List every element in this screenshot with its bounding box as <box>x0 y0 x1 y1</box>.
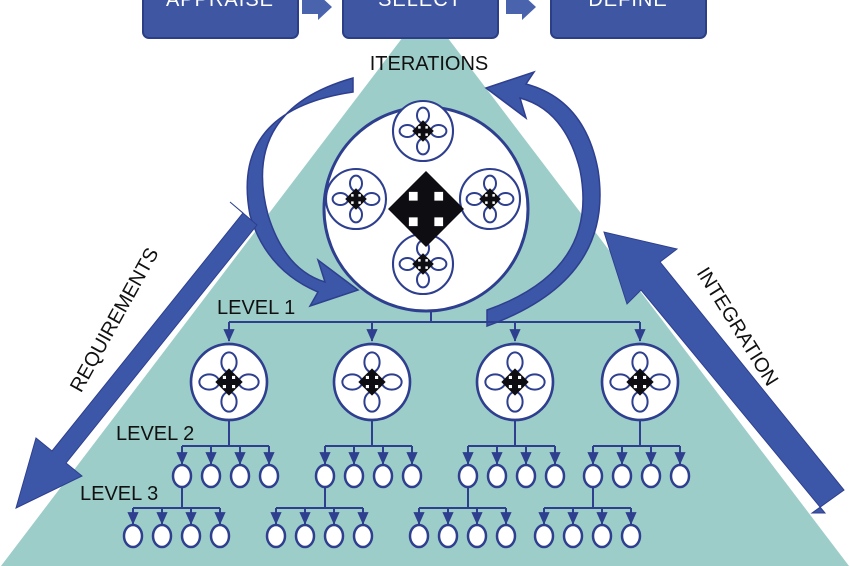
four-way-arrow-icon <box>388 171 464 247</box>
four-way-arrow-icon <box>412 253 434 275</box>
level3-node <box>352 523 374 549</box>
level2-node <box>582 463 604 489</box>
level3-node <box>323 523 345 549</box>
level2-node <box>640 463 662 489</box>
tree-connectors <box>127 311 686 525</box>
level2-node <box>486 463 508 489</box>
four-way-arrow-icon <box>358 368 386 396</box>
level3-node <box>122 523 144 549</box>
side-arrows <box>15 201 845 514</box>
level1-node <box>600 342 680 422</box>
level2-node <box>200 463 222 489</box>
level2-node <box>372 463 394 489</box>
level2-node <box>611 463 633 489</box>
level3-node <box>562 523 584 549</box>
level2-node <box>401 463 423 489</box>
level1-node <box>475 342 555 422</box>
process-flow: APPRAISE SELECT DEFINE <box>142 0 707 39</box>
level2-node <box>343 463 365 489</box>
level2-node <box>171 463 193 489</box>
iterations-label: ITERATIONS <box>370 53 489 75</box>
level3-node <box>180 523 202 549</box>
level2-label: LEVEL 2 <box>116 423 194 445</box>
level2-node <box>258 463 280 489</box>
four-way-arrow-icon <box>626 368 654 396</box>
process-box-select <box>342 0 499 39</box>
level1-label: LEVEL 1 <box>217 297 295 319</box>
tree-nodes <box>122 99 691 549</box>
four-way-arrow-icon <box>479 188 501 210</box>
level1-node <box>332 342 412 422</box>
four-way-arrow-icon <box>345 188 367 210</box>
process-box-appraise-label: APPRAISE <box>166 0 274 11</box>
level1-node <box>189 342 269 422</box>
level3-node <box>151 523 173 549</box>
right-arrow-icon <box>506 0 536 20</box>
level2-node <box>544 463 566 489</box>
four-way-arrow-icon <box>215 368 243 396</box>
level2-node <box>669 463 691 489</box>
integration-arrow <box>603 231 845 514</box>
right-arrow-icon <box>302 0 332 20</box>
iteration-cycle <box>246 70 601 328</box>
level2-node <box>457 463 479 489</box>
process-box-define-label: DEFINE <box>588 0 667 11</box>
level3-node <box>437 523 459 549</box>
level3-node <box>294 523 316 549</box>
sub-cluster <box>391 99 455 163</box>
sub-cluster <box>458 167 522 231</box>
process-box-appraise <box>142 0 299 39</box>
sub-cluster <box>324 167 388 231</box>
level3-node <box>466 523 488 549</box>
level3-node <box>533 523 555 549</box>
curved-arrow-icon <box>484 70 601 328</box>
level2-node <box>314 463 336 489</box>
level3-label: LEVEL 3 <box>80 483 158 505</box>
level3-node <box>209 523 231 549</box>
level3-node <box>591 523 613 549</box>
top-cluster <box>322 99 530 313</box>
level3-node <box>495 523 517 549</box>
four-way-arrow-icon <box>412 120 434 142</box>
level3-node <box>620 523 642 549</box>
four-way-arrow-icon <box>501 368 529 396</box>
level3-node <box>265 523 287 549</box>
level3-node <box>408 523 430 549</box>
level2-node <box>515 463 537 489</box>
curved-arrow-icon <box>246 77 360 308</box>
process-box-define <box>550 0 707 39</box>
process-box-select-label: SELECT <box>378 0 462 11</box>
level2-node <box>229 463 251 489</box>
requirements-arrow <box>15 201 258 509</box>
